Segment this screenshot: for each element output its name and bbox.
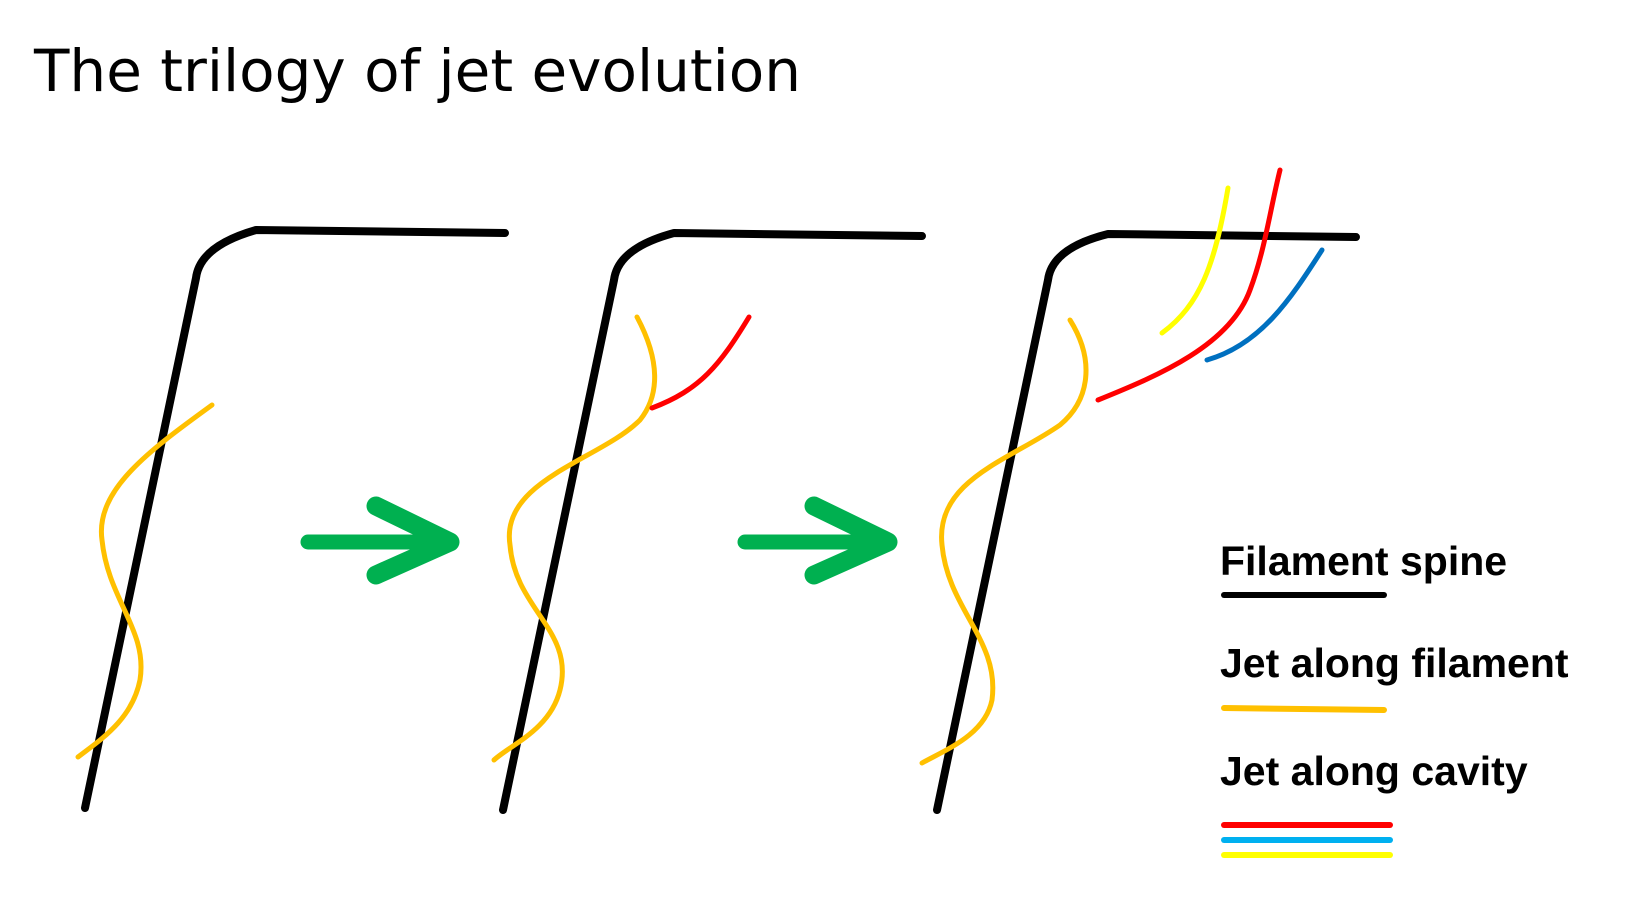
jet-along-cavity-yellow-line — [1159, 185, 1231, 336]
panel-stage-3 — [919, 167, 1360, 814]
jet-along-cavity-blue-line — [1204, 247, 1325, 363]
legend-label-jet-along-cavity: Jet along cavity — [1220, 748, 1528, 794]
panel-stage-1 — [75, 226, 509, 812]
legend-label-jet-along-filament: Jet along filament — [1220, 640, 1569, 686]
jet-along-cavity-red-line — [649, 314, 752, 411]
filament-spine-line — [933, 230, 1360, 814]
arrow-right-icon — [300, 496, 460, 585]
slide-title: The trilogy of jet evolution — [34, 37, 801, 105]
legend: Filament spine Jet along filament Jet al… — [1220, 538, 1569, 858]
legend-swatch-jet-along-filament — [1221, 705, 1387, 713]
jet-along-filament-line — [919, 317, 1089, 766]
jet-along-filament-line — [491, 314, 658, 763]
legend-label-filament-spine: Filament spine — [1220, 538, 1507, 584]
panel-stage-2 — [491, 229, 926, 814]
jet-along-cavity-red-line — [1095, 167, 1283, 403]
filament-spine-line — [81, 226, 509, 812]
filament-spine-line — [499, 229, 926, 814]
jet-along-filament-line — [75, 402, 215, 760]
arrow-right-icon — [737, 496, 898, 585]
